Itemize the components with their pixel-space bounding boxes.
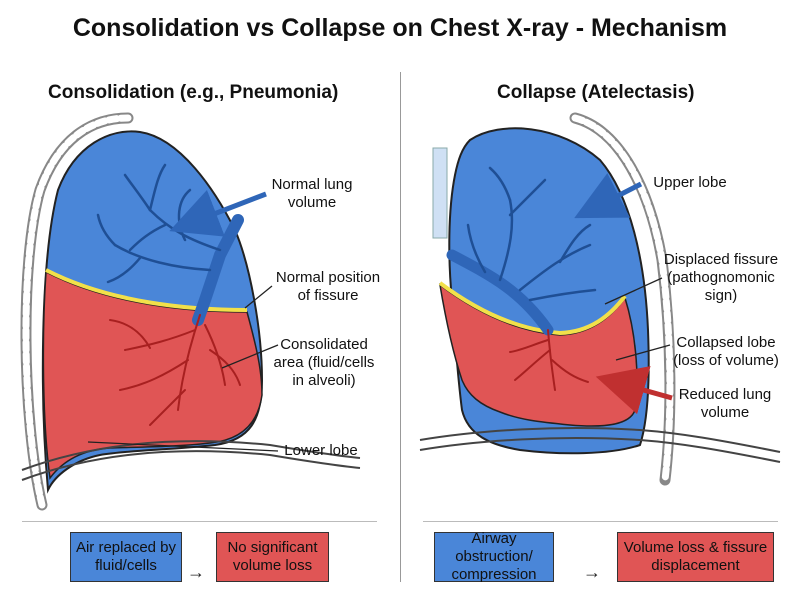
label-normal-fissure-position: Normal position of fissure <box>275 269 381 304</box>
left-fissure <box>45 268 248 312</box>
left-panel-heading: Consolidation (e.g., Pneumonia) <box>48 82 339 103</box>
label-normal-lung-volume: Normal lung volume <box>271 176 353 211</box>
right-main-airway <box>446 249 554 336</box>
normal-volume-pointer <box>169 189 267 237</box>
right-panel-heading: Collapse (Atelectasis) <box>497 82 695 103</box>
left-flow-arrow: → <box>187 562 205 582</box>
right-lung <box>419 112 781 486</box>
left-lower-branches <box>109 314 241 426</box>
right-section-divider <box>423 521 778 522</box>
reduced-volume-pointer <box>595 366 673 415</box>
right-effect-box: Volume loss & fissure displacement <box>617 532 774 582</box>
diagram-title: Consolidation vs Collapse on Chest X-ray… <box>72 14 728 42</box>
left-lung <box>20 112 361 511</box>
label-reduced-lung-volume: Reduced lung volume <box>678 386 772 421</box>
right-displaced-fissure <box>438 281 627 336</box>
label-lower-lobe: Lower lobe <box>284 442 358 459</box>
right-lower-branches <box>509 329 589 391</box>
label-upper-lobe: Upper lobe <box>653 174 727 191</box>
left-effect-box: No significant volume loss <box>216 532 329 582</box>
label-consolidated-area: Consolidated area (fluid/cells in alveol… <box>273 336 375 389</box>
left-main-airway <box>192 214 244 326</box>
right-cause-box: Airway obstruction/ compression <box>434 530 554 583</box>
label-collapsed-lobe: Collapsed lobe (loss of volume) <box>673 334 779 369</box>
left-cause-box: Air replaced by fluid/cells <box>70 532 182 582</box>
right-upper-branches <box>466 166 597 302</box>
label-displaced-fissure: Displaced fissure (pathognomonic sign) <box>663 251 779 304</box>
left-section-divider <box>22 521 377 522</box>
panel-divider <box>400 72 401 582</box>
right-flow-arrow: → <box>583 562 601 582</box>
upper-lobe-pointer <box>574 173 643 219</box>
